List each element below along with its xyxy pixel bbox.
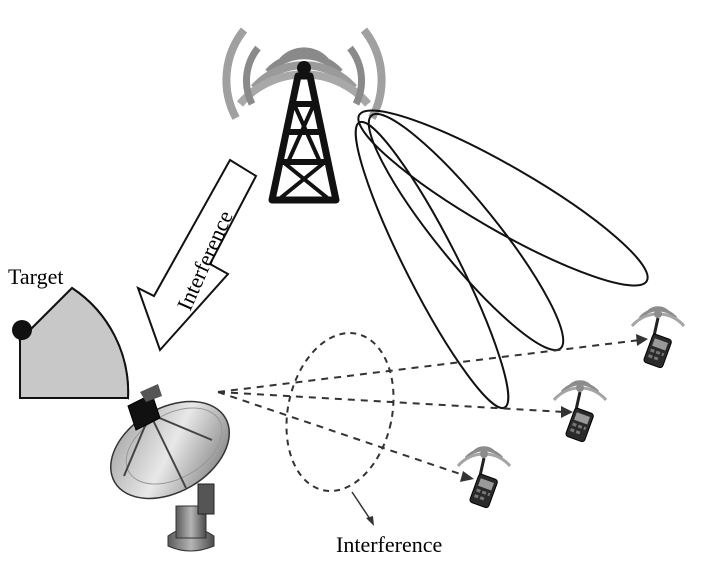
radio-tower-icon xyxy=(222,27,386,204)
dashed-links xyxy=(217,339,641,477)
link-arrowhead-top xyxy=(636,334,648,346)
link-arrowhead-mid xyxy=(561,406,573,418)
target-label: Target xyxy=(8,264,63,289)
target-dot-icon xyxy=(12,320,32,340)
radar-dish-icon xyxy=(109,384,231,552)
interference-pointer xyxy=(351,491,373,523)
interference-pointer-head xyxy=(366,516,374,526)
link-arrowhead-low xyxy=(460,471,474,482)
interference-arrow xyxy=(136,158,258,352)
interference-region xyxy=(285,332,395,492)
interference-bottom-label: Interference xyxy=(336,532,442,557)
target-coverage-fill xyxy=(19,286,130,399)
tower-beam-lobes xyxy=(354,109,649,410)
